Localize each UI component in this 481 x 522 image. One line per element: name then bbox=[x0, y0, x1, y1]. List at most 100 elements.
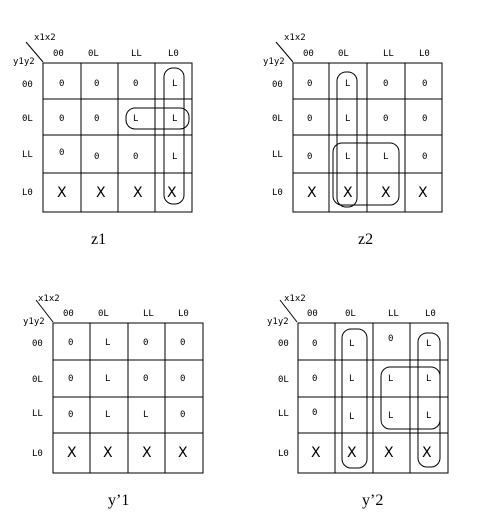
cell: X bbox=[142, 445, 152, 461]
row-label: 00 bbox=[278, 339, 289, 349]
loop-column bbox=[341, 328, 368, 469]
cell: 0 bbox=[307, 79, 312, 89]
row-label: 0L bbox=[22, 114, 33, 124]
cell: X bbox=[167, 185, 177, 201]
cell: 0 bbox=[312, 408, 317, 418]
corner-left-label: y1y2 bbox=[267, 317, 289, 327]
grid bbox=[52, 322, 204, 474]
cell: 0 bbox=[307, 152, 312, 162]
corner-diagonal bbox=[25, 41, 44, 63]
kmap-z1: x1x2 y1y2 00 0L LL L0 00 0L LL L0 0 0 0 … bbox=[13, 33, 193, 248]
cell: 0 bbox=[59, 79, 64, 89]
kmap-y1-next: x1x2 y1y2 00 0L LL L0 00 0L LL L0 0 L 0 … bbox=[23, 294, 204, 509]
corner-top-label: x1x2 bbox=[284, 294, 306, 304]
corner-diagonal bbox=[275, 41, 294, 63]
map-title: z1 bbox=[91, 231, 106, 248]
col-label: 0L bbox=[98, 309, 109, 319]
grouping-loops bbox=[125, 67, 190, 205]
cell: L bbox=[349, 339, 354, 349]
cell: L bbox=[172, 79, 177, 89]
col-label: 00 bbox=[307, 309, 318, 319]
row-label: L0 bbox=[22, 188, 33, 198]
col-label: 0L bbox=[88, 49, 99, 59]
row-label: LL bbox=[278, 409, 289, 419]
cell: 0 bbox=[422, 79, 427, 89]
col-label: L0 bbox=[425, 309, 436, 319]
loop-column bbox=[163, 67, 185, 205]
kmap-z2: x1x2 y1y2 00 0L LL L0 00 0L LL L0 0 L 0 … bbox=[263, 33, 443, 248]
cell: 0 bbox=[59, 148, 64, 158]
cell: 0 bbox=[312, 339, 317, 349]
cell: L bbox=[133, 114, 138, 124]
cell: L bbox=[345, 79, 350, 89]
cell: L bbox=[172, 152, 177, 162]
col-label: L0 bbox=[178, 309, 189, 319]
kmap-y2-next: x1x2 y1y2 00 0L LL L0 00 0L LL L0 0 L 0 … bbox=[267, 294, 449, 509]
cell: 0 bbox=[94, 152, 99, 162]
cell: X bbox=[103, 445, 113, 461]
row-label: 00 bbox=[22, 80, 33, 90]
cell: 0 bbox=[94, 79, 99, 89]
grid bbox=[42, 62, 193, 213]
row-label: L0 bbox=[278, 449, 289, 459]
cell: L bbox=[426, 339, 431, 349]
corner-top-label: x1x2 bbox=[284, 33, 306, 43]
corner-left-label: y1y2 bbox=[23, 317, 45, 327]
col-label: L0 bbox=[419, 49, 430, 59]
cell: X bbox=[307, 185, 317, 201]
cell: 0 bbox=[180, 338, 185, 348]
cell: 0 bbox=[68, 338, 73, 348]
cell: L bbox=[172, 114, 177, 124]
cell: 0 bbox=[388, 334, 393, 344]
cell: 0 bbox=[133, 152, 138, 162]
cell: 0 bbox=[68, 374, 73, 384]
loop-column bbox=[336, 71, 358, 208]
cell: X bbox=[178, 445, 188, 461]
cell: L bbox=[349, 374, 354, 384]
loop-row bbox=[125, 107, 190, 130]
cell: X bbox=[422, 445, 432, 461]
cell: 0 bbox=[143, 338, 148, 348]
corner-diagonal bbox=[35, 299, 54, 323]
cell: X bbox=[96, 185, 106, 201]
row-label: 0L bbox=[278, 375, 289, 385]
cell: L bbox=[383, 152, 388, 162]
cell: X bbox=[133, 185, 143, 201]
corner-diagonal bbox=[279, 299, 298, 323]
row-label: 0L bbox=[32, 375, 43, 385]
col-label: 0L bbox=[338, 49, 349, 59]
loop-square bbox=[332, 142, 400, 206]
cell: X bbox=[67, 445, 77, 461]
col-label: 00 bbox=[53, 49, 64, 59]
cell: 0 bbox=[68, 410, 73, 420]
col-label: L0 bbox=[168, 49, 179, 59]
grouping-loops bbox=[341, 328, 441, 469]
row-label: L0 bbox=[32, 449, 43, 459]
col-label: LL bbox=[388, 309, 399, 319]
cell: 0 bbox=[143, 374, 148, 384]
cell: L bbox=[143, 410, 148, 420]
cell: X bbox=[347, 445, 357, 461]
cell: L bbox=[345, 114, 350, 124]
cell: 0 bbox=[383, 114, 388, 124]
cell: X bbox=[418, 185, 428, 201]
cell: 0 bbox=[307, 114, 312, 124]
cell: L bbox=[388, 374, 393, 384]
corner-left-label: y1y2 bbox=[13, 57, 35, 67]
map-title: y’2 bbox=[362, 492, 383, 509]
corner-left-label: y1y2 bbox=[263, 57, 285, 67]
cell: L bbox=[426, 411, 431, 421]
cell: 0 bbox=[59, 114, 64, 124]
cell: 0 bbox=[94, 114, 99, 124]
row-label: LL bbox=[272, 150, 283, 160]
cell: L bbox=[105, 374, 110, 384]
cell: X bbox=[311, 445, 321, 461]
map-title: y’1 bbox=[108, 492, 129, 509]
cell: L bbox=[388, 411, 393, 421]
cell: 0 bbox=[312, 374, 317, 384]
cell: L bbox=[345, 152, 350, 162]
row-label: 00 bbox=[32, 339, 43, 349]
cell: L bbox=[349, 412, 354, 422]
cell: X bbox=[57, 185, 67, 201]
cell: 0 bbox=[422, 152, 427, 162]
